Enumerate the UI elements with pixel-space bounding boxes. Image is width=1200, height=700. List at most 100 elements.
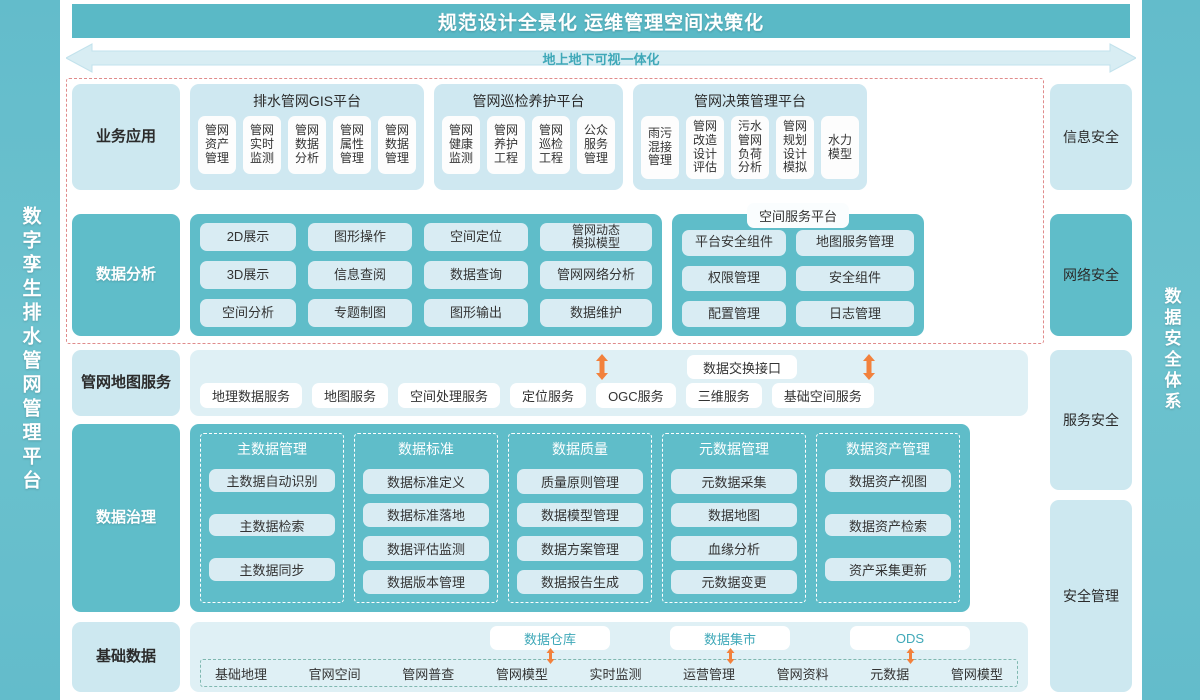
basic-data-source[interactable]: 管网模型 — [950, 666, 1003, 682]
governance-item[interactable]: 元数据采集 — [671, 469, 797, 494]
right-sidebar-title: 数据安全体系 — [1161, 287, 1181, 413]
platform-item[interactable]: 管网数据管理 — [378, 116, 416, 174]
integration-arrow-band: 地上地下可视一体化 — [66, 42, 1136, 74]
left-sidebar-title: 数字孪生排水管网管理平台 — [19, 206, 41, 494]
basic-data-source[interactable]: 管网模型 — [495, 666, 548, 682]
map-service-item[interactable]: 三维服务 — [685, 383, 762, 408]
analysis-item[interactable]: 2D展示 — [200, 223, 296, 251]
analysis-item[interactable]: 信息查阅 — [308, 261, 412, 289]
analysis-item[interactable]: 图形输出 — [424, 299, 528, 327]
analysis-item[interactable]: 空间定位 — [424, 223, 528, 251]
basic-data-panel: 数据仓库 数据集市 ODS 基础地理 官网空间 管网普查 管网模型 实时监测 运营管理 管网资料… — [190, 622, 1028, 692]
governance-group-card: 数据质量质量原则管理数据模型管理数据方案管理数据报告生成 — [508, 433, 652, 603]
governance-item[interactable]: 血缘分析 — [671, 536, 797, 561]
governance-group-title: 数据资产管理 — [846, 441, 930, 457]
governance-item[interactable]: 数据版本管理 — [363, 569, 489, 594]
basic-data-source[interactable]: 管网普查 — [402, 666, 455, 682]
platform-item[interactable]: 污水管网负荷分析 — [731, 116, 769, 180]
platform-card: 管网决策管理平台雨污混接管理管网改造设计评估污水管网负荷分析管网规划设计模拟水力… — [633, 84, 867, 190]
map-service-item[interactable]: 空间处理服务 — [398, 383, 501, 408]
governance-item[interactable]: 数据评估监测 — [363, 536, 489, 561]
warehouse-link-arrow-icon — [726, 648, 735, 664]
governance-item[interactable]: 质量原则管理 — [517, 469, 643, 494]
map-service-item[interactable]: OGC服务 — [596, 383, 676, 408]
data-governance-row: 数据治理 主数据管理主数据自动识别主数据检索主数据同步数据标准数据标准定义数据标… — [72, 424, 970, 612]
up-down-arrow-icon-right — [863, 354, 875, 380]
security-item-1[interactable]: 信息安全 — [1050, 84, 1132, 190]
platform-title: 排水管网GIS平台 — [252, 93, 362, 109]
map-service-item[interactable]: 地理数据服务 — [200, 383, 303, 408]
governance-item[interactable]: 数据标准定义 — [363, 469, 489, 494]
platform-item[interactable]: 管网资产管理 — [198, 116, 236, 174]
analysis-column: 图形操作信息查阅专题制图 — [308, 223, 412, 327]
governance-item[interactable]: 主数据检索 — [209, 513, 335, 537]
basic-data-source[interactable]: 实时监测 — [589, 666, 642, 682]
governance-item[interactable]: 数据报告生成 — [517, 569, 643, 594]
analysis-column: 管网动态模拟模型管网网络分析数据维护 — [540, 223, 652, 327]
up-down-arrow-icon-left — [596, 354, 608, 380]
governance-group: 主数据管理主数据自动识别主数据检索主数据同步数据标准数据标准定义数据标准落地数据… — [190, 424, 970, 612]
governance-group-card: 数据标准数据标准定义数据标准落地数据评估监测数据版本管理 — [354, 433, 498, 603]
security-item-2[interactable]: 网络安全 — [1050, 214, 1132, 336]
security-item-3[interactable]: 服务安全 — [1050, 350, 1132, 490]
governance-item[interactable]: 数据方案管理 — [517, 536, 643, 561]
governance-group-card: 数据资产管理数据资产视图数据资产检索资产采集更新 — [816, 433, 960, 603]
business-platform-group: 排水管网GIS平台管网资产管理管网实时监测管网数据分析管网属性管理管网数据管理管… — [190, 84, 867, 190]
analysis-item[interactable]: 3D展示 — [200, 261, 296, 289]
spatial-service-item[interactable]: 配置管理 — [682, 301, 786, 328]
governance-item[interactable]: 数据资产检索 — [825, 513, 951, 537]
spatial-service-item[interactable]: 权限管理 — [682, 265, 786, 292]
analysis-item[interactable]: 数据维护 — [540, 299, 652, 327]
security-item-4[interactable]: 安全管理 — [1050, 500, 1132, 692]
platform-title: 管网巡检养护平台 — [472, 93, 585, 109]
analysis-column: 2D展示 3D展示空间分析 — [200, 223, 296, 327]
business-application-row: 业务应用 排水管网GIS平台管网资产管理管网实时监测管网数据分析管网属性管理管网… — [72, 84, 867, 190]
analysis-item[interactable]: 管网网络分析 — [540, 261, 652, 289]
platform-item[interactable]: 雨污混接管理 — [641, 116, 679, 180]
platform-item[interactable]: 公众服务管理 — [577, 116, 615, 174]
governance-item[interactable]: 数据资产视图 — [825, 469, 951, 492]
row-label-map-service: 管网地图服务 — [72, 350, 180, 416]
platform-item[interactable]: 管网健康监测 — [442, 116, 480, 174]
data-exchange-interface[interactable]: 数据交换接口 — [687, 355, 798, 379]
analysis-item[interactable]: 空间分析 — [200, 299, 296, 327]
governance-item[interactable]: 数据模型管理 — [517, 502, 643, 527]
basic-data-source[interactable]: 管网资料 — [776, 666, 829, 682]
map-service-item[interactable]: 基础空间服务 — [771, 383, 874, 408]
warehouse-item[interactable]: 数据集市 — [670, 626, 790, 650]
governance-item[interactable]: 元数据变更 — [671, 569, 797, 594]
governance-item[interactable]: 主数据自动识别 — [209, 469, 335, 492]
basic-data-source[interactable]: 运营管理 — [683, 666, 736, 682]
basic-data-source[interactable]: 元数据 — [870, 666, 910, 682]
map-service-item[interactable]: 定位服务 — [510, 383, 587, 408]
platform-item[interactable]: 管网巡检工程 — [532, 116, 570, 174]
analysis-item[interactable]: 专题制图 — [308, 299, 412, 327]
platform-item[interactable]: 管网规划设计模拟 — [776, 116, 814, 180]
platform-item[interactable]: 管网养护工程 — [487, 116, 525, 174]
spatial-service-item[interactable]: 安全组件 — [796, 265, 914, 292]
platform-item-list: 雨污混接管理管网改造设计评估污水管网负荷分析管网规划设计模拟水力模型 — [641, 116, 859, 180]
warehouse-item[interactable]: ODS — [850, 626, 970, 650]
governance-item[interactable]: 数据地图 — [671, 502, 797, 527]
basic-data-source[interactable]: 基础地理 — [215, 666, 268, 682]
warehouse-item[interactable]: 数据仓库 — [490, 626, 610, 650]
spatial-service-item[interactable]: 日志管理 — [796, 301, 914, 328]
platform-item[interactable]: 管网实时监测 — [243, 116, 281, 174]
spatial-service-item[interactable]: 平台安全组件 — [682, 230, 786, 256]
arrow-band-label: 地上地下可视一体化 — [542, 52, 660, 67]
diagram-title-band: 规范设计全景化 运维管理空间决策化 — [72, 4, 1130, 38]
analysis-item[interactable]: 图形操作 — [308, 223, 412, 251]
platform-item[interactable]: 水力模型 — [821, 116, 859, 180]
analysis-item[interactable]: 数据查询 — [424, 261, 528, 289]
map-service-item[interactable]: 地图服务 — [312, 383, 389, 408]
spatial-service-item[interactable]: 地图服务管理 — [796, 230, 914, 256]
platform-item[interactable]: 管网改造设计评估 — [686, 116, 724, 180]
platform-item[interactable]: 管网数据分析 — [288, 116, 326, 174]
governance-item[interactable]: 资产采集更新 — [825, 558, 951, 582]
basic-data-source[interactable]: 官网空间 — [308, 666, 361, 682]
governance-item[interactable]: 主数据同步 — [209, 558, 335, 582]
platform-item[interactable]: 管网属性管理 — [333, 116, 371, 174]
analysis-item[interactable]: 管网动态模拟模型 — [540, 223, 652, 251]
governance-item[interactable]: 数据标准落地 — [363, 502, 489, 527]
